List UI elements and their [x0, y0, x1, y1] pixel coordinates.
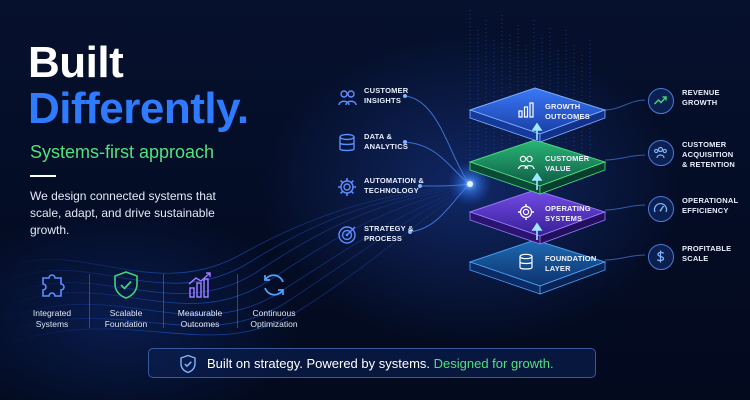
gear-icon [518, 204, 534, 220]
feature-integrated-systems: Integrated Systems [18, 268, 86, 338]
layer-customer [468, 139, 607, 195]
headline-line1: Built [28, 38, 124, 87]
tagline-main: Built on strategy. Powered by systems. [207, 356, 434, 371]
trend-up-icon [653, 96, 667, 105]
layer-label-operating: OPERATING SYSTEMS [545, 204, 591, 223]
layer-label-foundation: FOUNDATION LAYER [545, 254, 597, 273]
feature-label: Continuous Optimization [250, 308, 298, 329]
output-icon-circle [648, 140, 674, 166]
output-label: PROFITABLE SCALE [682, 244, 732, 263]
dollar-icon [656, 250, 665, 263]
output-icon-circle [648, 196, 674, 222]
database-icon [339, 133, 355, 152]
tagline-text: Built on strategy. Powered by systems. D… [207, 356, 554, 372]
users-icon [517, 155, 535, 170]
puzzle-icon [42, 274, 65, 297]
layer-label-customer: CUSTOMER VALUE [545, 154, 590, 173]
gear-icon [338, 178, 356, 196]
bar-chart-icon [518, 102, 534, 118]
input-data-analytics: DATA & ANALYTICS [336, 132, 446, 160]
output-profitable-scale: PROFITABLE SCALE [648, 244, 748, 294]
feature-label: Measurable Outcomes [177, 308, 223, 329]
refresh-icon [264, 274, 284, 296]
users-icon [338, 90, 357, 106]
headline-subtitle: Systems-first approach [30, 142, 215, 162]
output-operational-efficiency: OPERATIONAL EFFICIENCY [648, 196, 748, 246]
output-icon-circle [648, 88, 674, 114]
input-automation-technology: AUTOMATION & TECHNOLOGY [336, 176, 446, 204]
feature-measurable-outcomes: Measurable Outcomes [166, 268, 234, 338]
layer-operating [468, 189, 607, 245]
feature-label: Scalable Foundation [104, 308, 148, 329]
features-row: Integrated Systems Scalable Foundation M… [18, 268, 298, 338]
layer-growth [468, 87, 607, 143]
divider [30, 175, 56, 177]
target-icon [338, 226, 356, 244]
shield-check-icon [180, 354, 196, 374]
feature-label: Integrated Systems [32, 308, 72, 329]
layer-foundation [468, 239, 607, 295]
feature-divider [163, 274, 164, 328]
output-icon-circle [648, 244, 674, 270]
feature-divider [89, 274, 90, 328]
output-revenue-growth: REVENUE GROWTH [648, 88, 748, 138]
input-customer-insights: CUSTOMER INSIGHTS [336, 86, 446, 114]
feature-continuous-optimization: Continuous Optimization [240, 268, 308, 338]
headline-line2: Differently. [28, 84, 249, 133]
output-customer-acquisition: CUSTOMER ACQUISITION & RETENTION [648, 140, 748, 190]
input-label: AUTOMATION & TECHNOLOGY [364, 176, 425, 195]
tagline-accent: Designed for growth. [433, 356, 554, 371]
users-icon [654, 146, 667, 159]
shield-check-icon [114, 271, 138, 299]
feature-divider [237, 274, 238, 328]
input-label: STRATEGY & PROCESS [364, 224, 414, 243]
output-label: OPERATIONAL EFFICIENCY [682, 196, 739, 215]
layer-label-growth: GROWTH OUTCOMES [545, 102, 590, 121]
output-label: REVENUE GROWTH [682, 88, 720, 107]
bar-chart-icon [188, 272, 211, 298]
headline-description: We design connected systems that scale, … [30, 189, 216, 237]
output-label: CUSTOMER ACQUISITION & RETENTION [682, 140, 736, 169]
tagline-banner: Built on strategy. Powered by systems. D… [148, 348, 596, 378]
feature-scalable-foundation: Scalable Foundation [92, 268, 160, 338]
input-label: CUSTOMER INSIGHTS [364, 86, 409, 105]
input-label: DATA & ANALYTICS [364, 132, 409, 151]
database-icon [519, 253, 533, 270]
input-strategy-process: STRATEGY & PROCESS [336, 224, 446, 252]
gauge-icon [653, 202, 668, 213]
